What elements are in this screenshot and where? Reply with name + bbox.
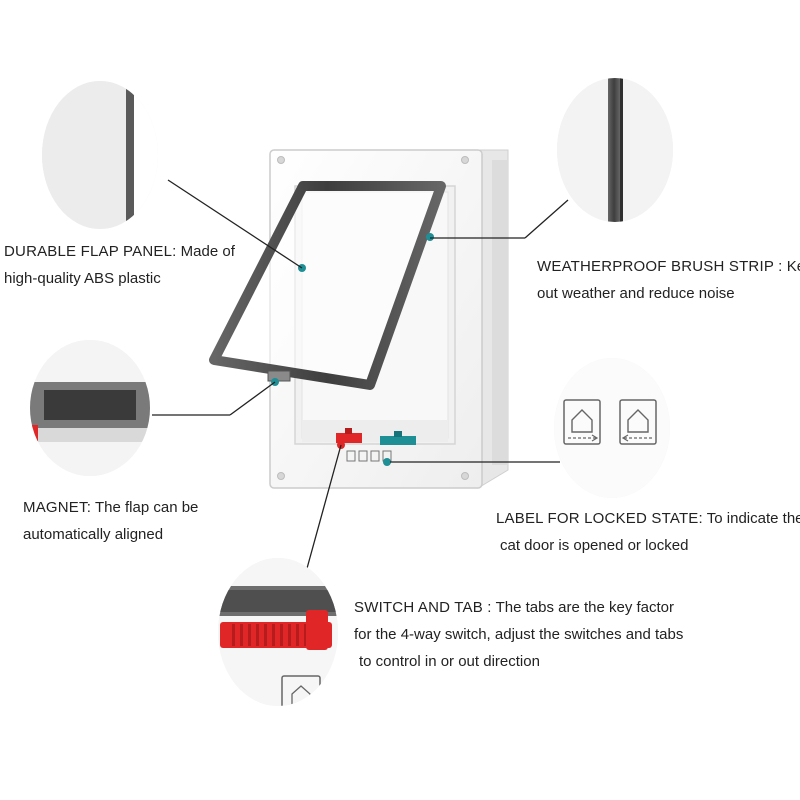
- callout-switch-tab: SWITCH AND TAB : The tabs are the key fa…: [354, 594, 683, 675]
- callout-brush-line2: out weather and reduce noise: [537, 285, 735, 302]
- marker-dot-label: [383, 458, 391, 466]
- callout-label-line2: cat door is opened or locked: [500, 537, 689, 554]
- detail-circle-flap: [42, 81, 158, 229]
- callout-magnet-line2: automatically aligned: [23, 526, 164, 543]
- callout-brush-strip: WEATHERPROOF BRUSH STRIP : Keep out weat…: [537, 253, 800, 307]
- callout-brush-line1: Keep: [786, 258, 800, 275]
- detail-circle-magnet: [30, 340, 150, 476]
- teal-switch: [380, 436, 416, 445]
- detail-circle-labels: [554, 358, 670, 498]
- red-switch: [336, 433, 362, 443]
- cat-door: [209, 149, 509, 489]
- callout-label-line1: To indicate the: [706, 510, 800, 527]
- label-open-icon: [563, 399, 601, 445]
- screw-hole: [277, 156, 285, 164]
- screw-hole: [461, 156, 469, 164]
- detail-circle-switch: [218, 558, 338, 706]
- callout-flap-line2: high-quality ABS plastic: [4, 270, 161, 287]
- label-locked-icon: [619, 399, 657, 445]
- leader-line-brush: [524, 199, 569, 239]
- callout-magnet-title: MAGNET:: [23, 499, 92, 516]
- callout-switch-line3: to control in or out direction: [359, 653, 540, 670]
- magnet-tab: [267, 370, 291, 382]
- callout-flap-line1: Made of: [180, 243, 235, 260]
- callout-switch-line2: for the 4-way switch, adjust the switche…: [354, 626, 684, 643]
- leader-lines: [152, 179, 569, 573]
- callout-switch-line1: The tabs are the key factor: [495, 599, 675, 616]
- leader-line-switch: [305, 444, 342, 573]
- callout-switch-title: SWITCH AND TAB :: [354, 599, 492, 616]
- callout-flap-panel: DURABLE FLAP PANEL: Made of high-quality…: [4, 238, 235, 292]
- leader-line-magnet-diag: [229, 381, 276, 416]
- leader-line-flap: [167, 179, 303, 269]
- callout-flap-title: DURABLE FLAP PANEL:: [4, 243, 177, 260]
- screw-hole: [277, 472, 285, 480]
- callout-magnet-line1: The flap can be: [94, 499, 199, 516]
- callout-lock-label: LABEL FOR LOCKED STATE: To indicate the …: [496, 505, 800, 559]
- callout-magnet: MAGNET: The flap can be automatically al…: [23, 494, 198, 548]
- detail-circle-brush: [557, 78, 673, 222]
- brush-strip-frame: [209, 181, 446, 390]
- marker-dot-brush: [426, 233, 434, 241]
- callout-label-title: LABEL FOR LOCKED STATE:: [496, 510, 703, 527]
- screw-hole: [461, 472, 469, 480]
- callout-brush-title: WEATHERPROOF BRUSH STRIP :: [537, 258, 783, 275]
